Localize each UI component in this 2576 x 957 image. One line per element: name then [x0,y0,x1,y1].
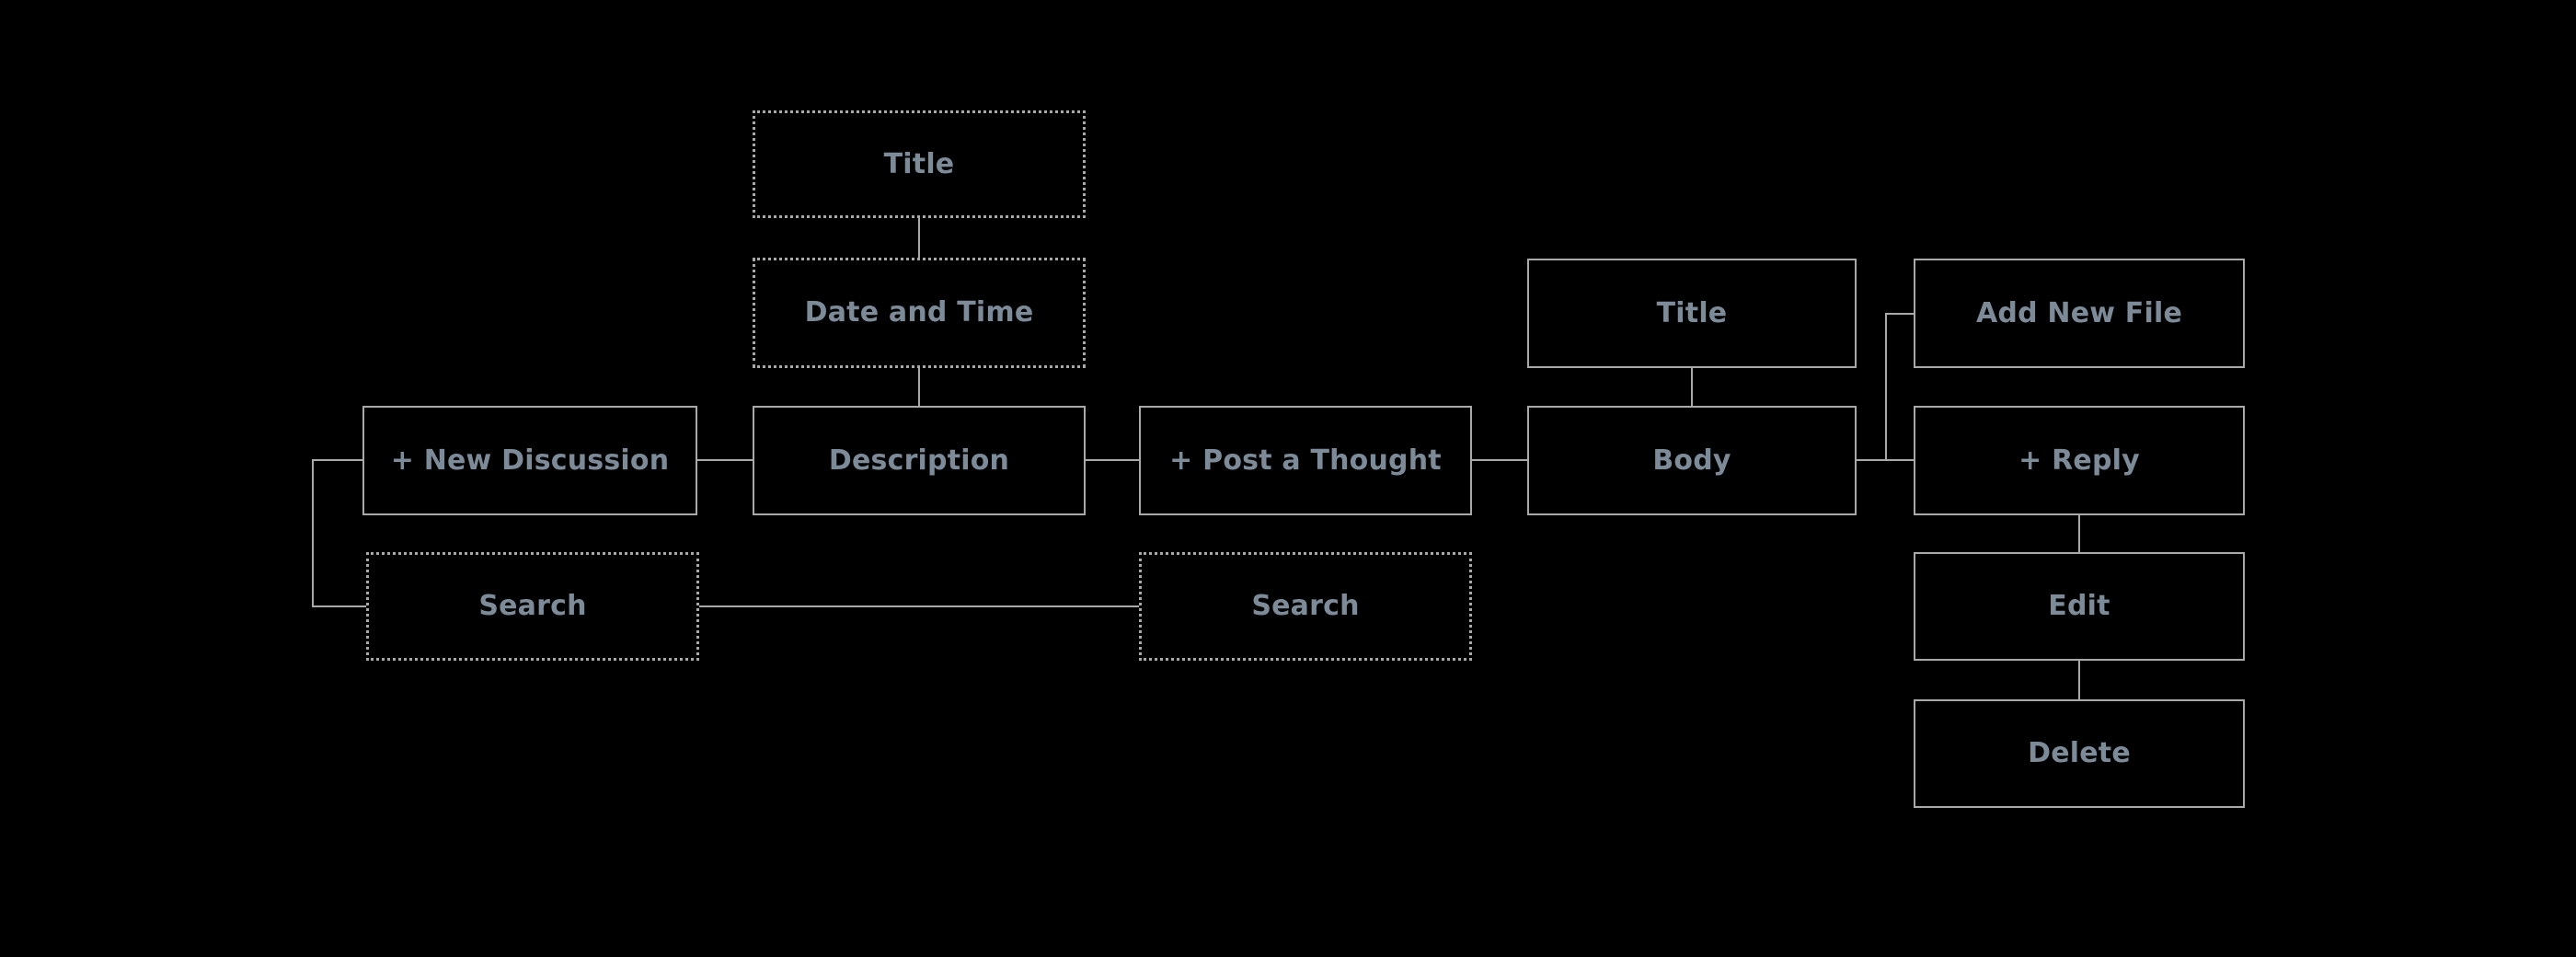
connector-body-to-add-new-file [1885,313,1914,460]
node-search-left[interactable]: Search [366,552,699,661]
node-date-and-time[interactable]: Date and Time [753,258,1086,368]
node-label-delete: Delete [2028,737,2131,769]
node-label-search-right: Search [1251,590,1360,622]
node-label-description: Description [828,444,1010,477]
node-label-add-new-file: Add New File [1975,296,2183,329]
node-title-top[interactable]: Title [753,110,1086,218]
node-title-right[interactable]: Title [1527,259,1857,368]
node-reply[interactable]: + Reply [1914,406,2245,515]
node-body[interactable]: Body [1527,406,1857,515]
node-delete[interactable]: Delete [1914,699,2245,808]
node-label-body: Body [1652,444,1731,477]
node-add-new-file[interactable]: Add New File [1914,259,2245,368]
connector-new-discussion-to-search-left [312,459,366,607]
node-label-search-left: Search [478,590,587,622]
node-post-a-thought[interactable]: + Post a Thought [1139,406,1472,515]
node-label-reply: + Reply [2018,444,2140,477]
node-label-post-a-thought: + Post a Thought [1169,444,1442,477]
node-label-title-top: Title [883,147,955,180]
node-description[interactable]: Description [753,406,1086,515]
node-label-new-discussion: + New Discussion [390,444,670,477]
node-new-discussion[interactable]: + New Discussion [362,406,697,515]
node-label-title-right: Title [1656,296,1728,329]
node-label-edit: Edit [2048,590,2110,622]
node-edit[interactable]: Edit [1914,552,2245,661]
node-label-date-and-time: Date and Time [804,296,1034,329]
node-search-right[interactable]: Search [1139,552,1472,661]
